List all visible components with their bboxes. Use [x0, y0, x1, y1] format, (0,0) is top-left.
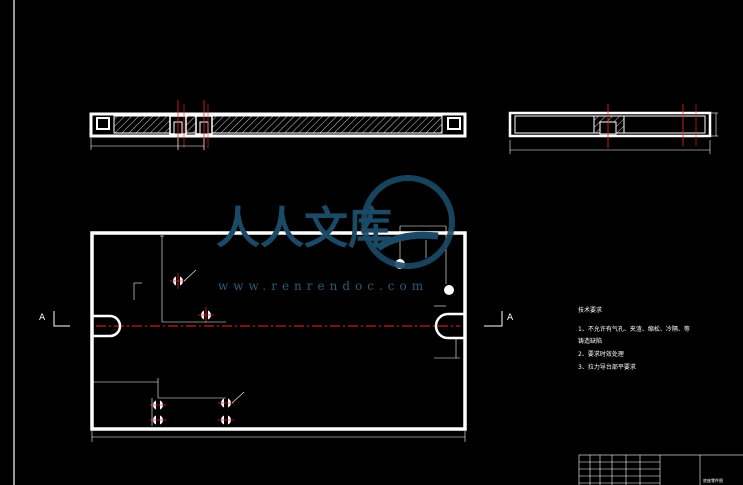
side-section-view — [508, 104, 718, 154]
tech-requirement-line-4: 3、拉力导台部平要求 — [578, 363, 636, 371]
tech-requirements-title: 技术要求 — [578, 306, 602, 314]
section-marker-right: A — [484, 311, 514, 327]
section-label-right: A — [507, 313, 514, 323]
plan-view — [90, 225, 467, 442]
tech-requirement-line-3: 2、要求时效处理 — [578, 350, 624, 358]
hole-8 — [444, 285, 454, 295]
tech-requirements: 技术要求 1、不允许有气孔、夹渣、缩松、冷隔、等 铸造缺陷 2、要求时效处理 3… — [578, 306, 690, 371]
title-block: 底座零件图 — [578, 454, 743, 485]
drawing-name: 底座零件图 — [703, 477, 723, 483]
section-label-left: A — [39, 313, 46, 323]
watermark: 人人文库 www.renrendoc.com — [216, 175, 455, 293]
watermark-text: 人人文库 — [216, 203, 392, 254]
tech-requirement-line-2: 铸造缺陷 — [578, 337, 602, 345]
section-marker-left: A — [39, 311, 70, 327]
front-section-view — [89, 100, 467, 150]
watermark-url: www.renrendoc.com — [218, 279, 428, 293]
tech-requirement-line-1: 1、不允许有气孔、夹渣、缩松、冷隔、等 — [578, 325, 690, 333]
